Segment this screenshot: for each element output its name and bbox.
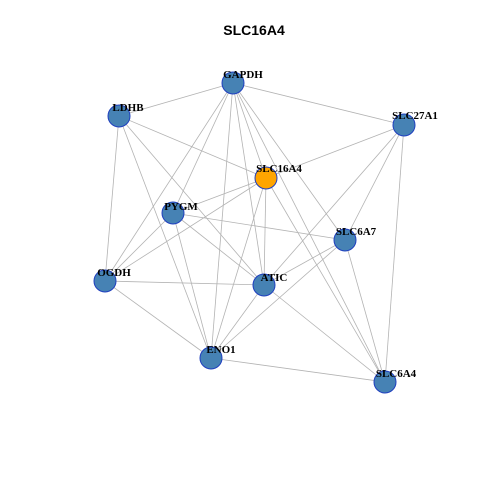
- edge-layer: [104, 82, 405, 383]
- edge-pygm-slc6a7: [172, 212, 346, 241]
- edge-gapdh-atic: [232, 82, 265, 286]
- node-slc6a7: [333, 228, 357, 252]
- node-eno1: [199, 346, 223, 370]
- node-label-eno1: ENO1: [206, 344, 235, 356]
- node-layer: [93, 71, 416, 394]
- edge-atic-eno1: [210, 284, 265, 359]
- edge-pygm-ogdh: [104, 212, 174, 282]
- edge-slc6a7-atic: [263, 239, 346, 286]
- node-label-ogdh: OGDH: [97, 267, 131, 279]
- edge-gapdh-ldhb: [118, 82, 234, 117]
- node-gapdh: [221, 71, 245, 95]
- edge-eno1-slc6a4: [210, 357, 386, 383]
- node-pygm: [161, 201, 185, 225]
- edge-slc6a7-eno1: [210, 239, 346, 359]
- node-label-slc16a4: SLC16A4: [256, 163, 302, 175]
- edge-pygm-eno1: [172, 212, 212, 359]
- edge-gapdh-slc27a1: [232, 82, 405, 126]
- edge-ldhb-slc16a4: [118, 115, 267, 179]
- edge-slc16a4-atic: [263, 177, 267, 286]
- node-ldhb: [107, 104, 131, 128]
- edge-ldhb-ogdh: [104, 115, 120, 282]
- edge-gapdh-pygm: [172, 82, 234, 214]
- node-label-pygm: PYGM: [164, 201, 198, 213]
- node-label-gapdh: GAPDH: [223, 69, 263, 81]
- edge-slc27a1-slc6a4: [384, 124, 405, 383]
- edge-gapdh-slc6a4: [232, 82, 386, 383]
- node-slc27a1: [392, 113, 416, 137]
- node-label-slc6a4: SLC6A4: [376, 368, 417, 380]
- edge-gapdh-slc16a4: [232, 82, 267, 179]
- edge-gapdh-ogdh: [104, 82, 234, 282]
- node-atic: [252, 273, 276, 297]
- node-ogdh: [93, 269, 117, 293]
- edge-atic-slc6a4: [263, 284, 386, 383]
- node-label-slc27a1: SLC27A1: [392, 110, 438, 122]
- edge-slc6a7-slc6a4: [344, 239, 386, 383]
- edge-slc27a1-slc16a4: [265, 124, 405, 179]
- edge-slc27a1-atic: [263, 124, 405, 286]
- edge-slc16a4-pygm: [172, 177, 267, 214]
- edge-slc16a4-ogdh: [104, 177, 267, 282]
- edge-ogdh-atic: [104, 280, 265, 286]
- diagram-title: SLC16A4: [223, 22, 285, 38]
- node-slc6a4: [373, 370, 397, 394]
- node-label-atic: ATIC: [261, 272, 288, 284]
- edge-slc16a4-slc6a4: [265, 177, 386, 383]
- edge-pygm-atic: [172, 212, 265, 286]
- node-label-ldhb: LDHB: [112, 102, 144, 114]
- edge-slc16a4-eno1: [210, 177, 267, 359]
- edge-ogdh-eno1: [104, 280, 212, 359]
- node-slc16a4: [254, 166, 278, 190]
- edge-ldhb-eno1: [118, 115, 212, 359]
- node-label-slc6a7: SLC6A7: [336, 226, 377, 238]
- edge-slc27a1-slc6a7: [344, 124, 405, 241]
- edge-ldhb-atic: [118, 115, 265, 286]
